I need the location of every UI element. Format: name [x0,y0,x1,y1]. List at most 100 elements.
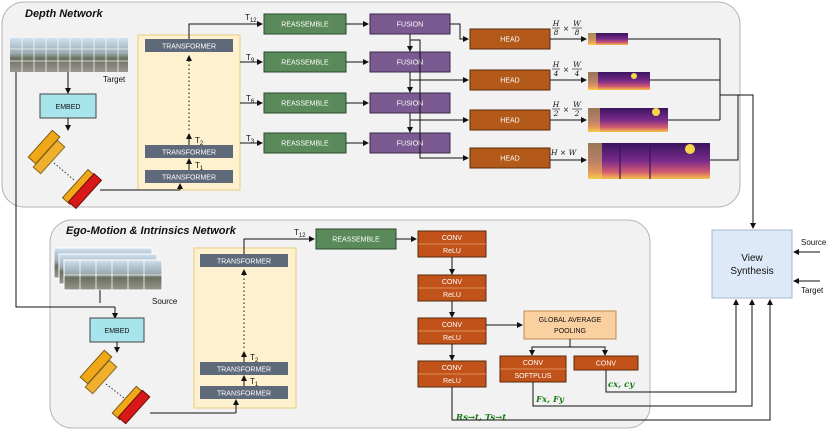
ego-network-title: Ego-Motion & Intrinsics Network [66,225,237,237]
ego-t2-label: T2 [250,353,259,364]
gap-line2: POOLING [554,328,586,335]
depth-reassemble-blocks [263,13,347,154]
svg-text:×: × [563,65,569,74]
view-source-label: Source [801,238,827,247]
ego-embed-label: EMBED [105,328,130,335]
ego-transformer-2-label: TRANSFORMER [217,367,271,374]
fusion-2-label: FUSION [397,60,423,67]
head-2-label: HEAD [500,78,519,85]
depth-patch-tokens [27,129,103,210]
scale-label-3: H 2 × W 2 [552,100,582,118]
ego-transformer-12 [200,254,288,267]
svg-text:8: 8 [575,28,580,37]
depth-network-title: Depth Network [25,8,104,20]
fusion-4-label: FUSION [397,141,423,148]
depth-transformer-2-label: TRANSFORMER [162,150,216,157]
svg-text:8: 8 [554,28,559,37]
depth-map-4 [588,143,710,179]
head-1-label: HEAD [500,37,519,44]
head-4-label: HEAD [500,156,519,163]
svg-text:H: H [552,60,560,69]
svg-text:4: 4 [574,69,580,78]
depth-t9-label: T9 [246,53,255,64]
reassemble-2-label: REASSEMBLE [281,60,329,67]
reassemble-4-label: REASSEMBLE [281,141,329,148]
fusion-4 [369,132,451,154]
depth-embed-label: EMBED [56,104,81,111]
ego-relu-3-label: ReLU [443,335,461,342]
svg-text:W: W [573,100,582,109]
depth-transformer-1 [145,170,233,183]
target-label: Target [103,75,126,84]
ego-conv-1-label: CONV [442,235,463,242]
svg-text:×: × [563,24,569,33]
view-synthesis-line2: Synthesis [730,266,773,277]
ego-embed-box [89,317,145,343]
ego-softplus-label: SOFTPLUS [515,373,552,380]
ego-conv-4 [417,360,487,388]
ego-t1-label: T1 [250,377,259,388]
svg-text:H: H [552,19,560,28]
source-images [53,247,163,291]
reassemble-3-label: REASSEMBLE [281,101,329,108]
ego-conv-3 [417,317,487,345]
depth-fusion-blocks [369,13,451,154]
svg-text:H: H [552,100,560,109]
ego-reassemble-label: REASSEMBLE [332,237,380,244]
depth-embed-box [39,93,97,119]
ego-relu-2-label: ReLU [443,292,461,299]
head-4 [469,147,551,169]
target-image [10,38,128,72]
depth-transformer-12 [145,39,233,52]
ego-transformer-1-label: TRANSFORMER [217,391,271,398]
ego-conv-4-label: CONV [442,365,463,372]
ego-conv-softplus-label: CONV [523,360,544,367]
ego-conv-softplus [499,355,567,383]
fusion-3-label: FUSION [397,101,423,108]
depth-transformer-2 [145,145,233,158]
depth-t3-label: T3 [246,134,255,145]
ego-conv-c-label: CONV [596,361,617,368]
ego-t12-label: T12 [294,228,306,239]
svg-text:4: 4 [553,69,559,78]
svg-text:2: 2 [574,109,580,118]
depth-transformer-1-label: TRANSFORMER [162,175,216,182]
svg-text:×: × [563,105,569,114]
gap-line1: GLOBAL AVERAGE [539,317,602,324]
head-3-label: HEAD [500,118,519,125]
ego-patch-tokens [79,349,151,425]
scale-label-1: H 8 × W 8 [552,19,582,37]
ego-transformer-12-label: TRANSFORMER [217,259,271,266]
depth-t1-label: T1 [195,161,204,172]
rotation-translation-output: Rs→t, Ts→t [455,413,506,423]
ego-relu-4-label: ReLU [443,378,461,385]
fusion-1-label: FUSION [397,22,423,29]
depth-t12-label: T12 [245,13,257,24]
depth-map-2 [588,72,650,90]
ego-relu-1-label: ReLU [443,248,461,255]
svg-text:W: W [573,60,582,69]
source-label: Source [152,297,178,306]
ego-transformer-2 [200,362,288,375]
ego-conv-2-label: CONV [442,279,463,286]
depth-map-1 [588,33,628,45]
depth-map-3 [588,108,668,132]
depth-transformer-12-label: TRANSFORMER [162,44,216,51]
ego-conv-3-label: CONV [442,322,463,329]
depth-t2-label: T2 [195,136,204,147]
ego-conv-1 [417,230,487,258]
depth-t6-label: T6 [246,94,255,105]
fx-fy-output: Fx, Fy [535,395,565,405]
cx-cy-output: cx, cy [608,380,635,390]
ego-transformer-1 [200,386,288,399]
scale-label-2: H 4 × W 4 [552,60,582,78]
reassemble-1-label: REASSEMBLE [281,22,329,29]
scale-label-4: H × W [550,148,578,157]
view-target-label: Target [801,286,824,295]
view-synthesis-line1: View [741,253,763,264]
depth-head-blocks [469,28,551,169]
ego-conv-2 [417,274,487,302]
svg-text:2: 2 [553,109,559,118]
ego-transformer-encoder [193,247,297,409]
